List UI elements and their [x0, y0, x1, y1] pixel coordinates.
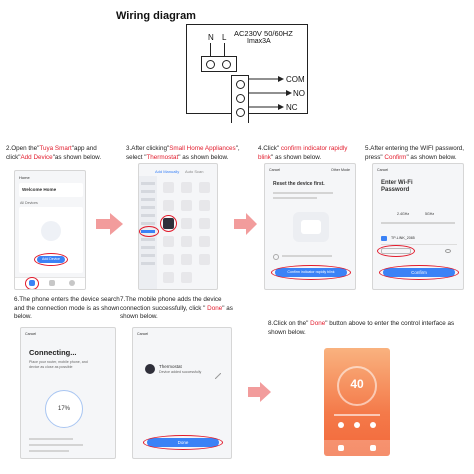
home-header: Home [19, 175, 30, 180]
thermostat-icon [145, 364, 155, 374]
progress-percent: 17% [57, 406, 70, 412]
cancel-link[interactable]: Cancel [269, 168, 281, 172]
relay-wires [248, 76, 292, 110]
band-24ghz: 2.4GHz [397, 212, 410, 216]
scene-tab-icon[interactable] [49, 280, 55, 286]
other-mode-link[interactable]: Other Mode [331, 168, 350, 172]
step-2-text: 2.Open the"Tuya Smart"app and click"Add … [6, 145, 102, 161]
screen-add-manually: Add Manually Auto Scan [138, 163, 218, 290]
step-4-text: 4.Click" confirm indicator rapidly blink… [258, 145, 348, 161]
mode-icon[interactable] [354, 422, 360, 428]
cancel-link[interactable]: Cancel [137, 332, 149, 336]
step-5-text: 5.After entering the WIFI password, pres… [365, 145, 465, 161]
device-status: Device added successfully [159, 370, 202, 374]
thermostat-highlight [160, 215, 177, 232]
eye-icon[interactable] [445, 249, 451, 253]
relay-terminal [231, 75, 249, 123]
confirm-checkbox[interactable] [273, 254, 279, 260]
cancel-link[interactable]: Cancel [377, 168, 389, 172]
done-highlight [143, 435, 223, 450]
band-5ghz: 5GHz [425, 212, 435, 216]
step-7-text: 7.The mobile phone adds the device conne… [120, 296, 233, 321]
reset-title: Reset the device first. [273, 181, 325, 187]
wiring-title: Wiring diagram [116, 10, 196, 22]
voltage-label: AC230V 50/60HZ [234, 29, 293, 38]
screen-device-added: Cancel Thermostat Device added successfu… [132, 327, 232, 459]
screen-connecting: Cancel Connecting... Place your router, … [20, 327, 116, 459]
arrow-right-icon [96, 213, 123, 235]
screen-reset-device: Cancel Other Mode Reset the device first… [264, 163, 356, 290]
minus-icon[interactable] [338, 445, 344, 451]
temp-dial[interactable] [337, 366, 377, 406]
edit-icon[interactable] [214, 366, 222, 380]
tab-add-manually[interactable]: Add Manually [155, 169, 180, 174]
tab-auto-scan[interactable]: Auto Scan [185, 169, 204, 174]
settings-icon[interactable] [370, 422, 376, 428]
screen-home: Home Welcome Home All Devices Add Device [14, 170, 86, 290]
step-6-text: 6.The phone enters the device search and… [14, 296, 120, 321]
all-devices-label: All Devices [20, 201, 38, 205]
device-name: Thermostat [159, 364, 182, 369]
step-3-text: 3.After clicking"Small Home Appliances",… [126, 145, 240, 161]
wifi-icon [381, 236, 387, 241]
power-terminal [201, 56, 237, 72]
progress-ring [45, 390, 83, 428]
temp-value: 40 [350, 377, 364, 391]
label-no: NO [293, 89, 305, 98]
connecting-subtext: Place your router, mobile phone, and dev… [29, 360, 88, 369]
wifi-title: Enter Wi-Fi Password [381, 180, 413, 193]
cancel-link[interactable]: Cancel [25, 332, 37, 336]
me-tab-icon[interactable] [69, 280, 75, 286]
confirm-highlight [379, 265, 459, 280]
category-highlight [139, 226, 159, 237]
password-highlight [377, 245, 415, 257]
confirm-highlight [271, 265, 351, 280]
empty-home-icon [41, 221, 61, 241]
label-com: COM [286, 75, 305, 84]
welcome-text: Welcome Home [22, 187, 57, 192]
add-device-highlight [34, 253, 68, 266]
connecting-title: Connecting... [29, 348, 77, 357]
screen-control: 40 [324, 348, 390, 456]
screen-wifi-password: Cancel Enter Wi-Fi Password 2.4GHz 5GHz … [372, 163, 464, 290]
plus-icon[interactable] [370, 445, 376, 451]
current-label: Imax3A [247, 38, 271, 45]
arrow-right-icon [234, 213, 257, 235]
wiring-diagram: N L AC230V 50/60HZ Imax3A [186, 24, 308, 123]
label-nc: NC [286, 103, 298, 112]
power-icon[interactable] [338, 422, 344, 428]
label-l: L [222, 33, 227, 42]
step-8-text: 8.Click on the" Done" button above to en… [268, 320, 455, 336]
wifi-name[interactable]: TP-LINK_2085 [391, 236, 415, 240]
home-tab-highlight [25, 277, 39, 289]
label-n: N [208, 33, 214, 42]
arrow-right-icon [248, 382, 271, 402]
